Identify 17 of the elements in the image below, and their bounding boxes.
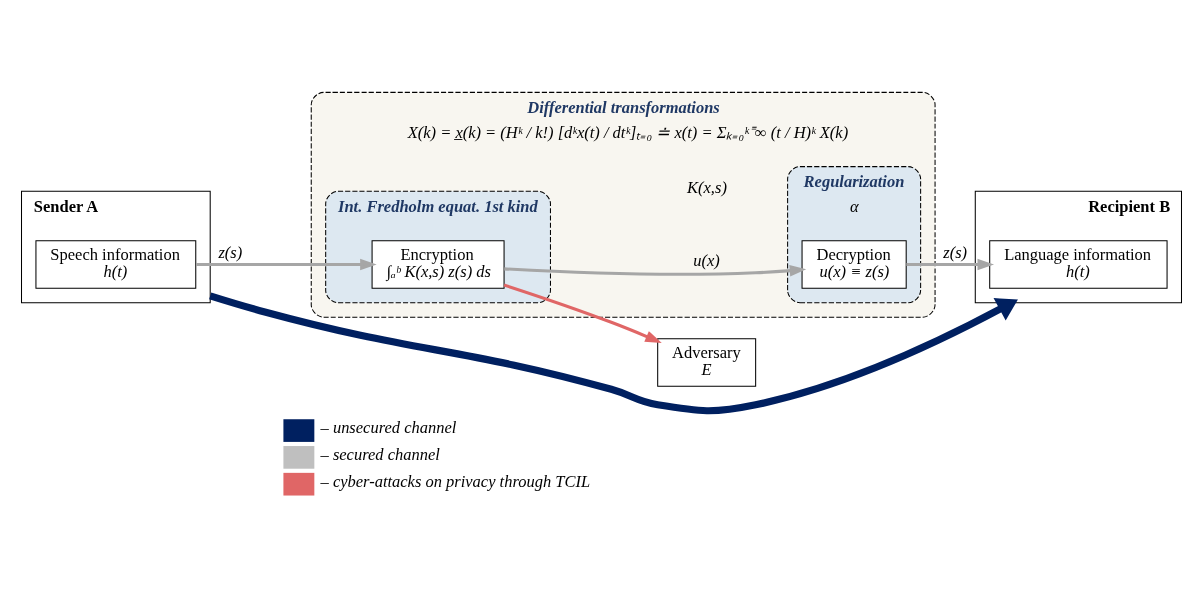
label: K(x,s) bbox=[687, 177, 727, 197]
node-box: Speech information h(t) bbox=[35, 239, 197, 289]
node-box: Decryption u(x) ≡ z(s) bbox=[801, 239, 907, 289]
legend-label: – secured channel bbox=[320, 444, 440, 464]
arrow bbox=[504, 264, 807, 276]
edge-label: z(s) bbox=[943, 242, 968, 262]
legend-label: – cyber-attacks on privacy through TCIL bbox=[320, 471, 591, 491]
node-box: Encryption ∫ₐᵇ K(x,s) z(s) ds bbox=[371, 239, 505, 289]
edge-label: u(x) bbox=[693, 250, 720, 270]
node-box: Language information h(t) bbox=[989, 239, 1168, 289]
arrow bbox=[196, 258, 377, 270]
arrow bbox=[503, 283, 662, 343]
arrow bbox=[209, 291, 1018, 414]
legend-label: – unsecured channel bbox=[320, 417, 457, 437]
edge-label: z(s) bbox=[218, 242, 243, 262]
arrow bbox=[906, 258, 994, 270]
node-box: Adversary E bbox=[657, 337, 757, 387]
